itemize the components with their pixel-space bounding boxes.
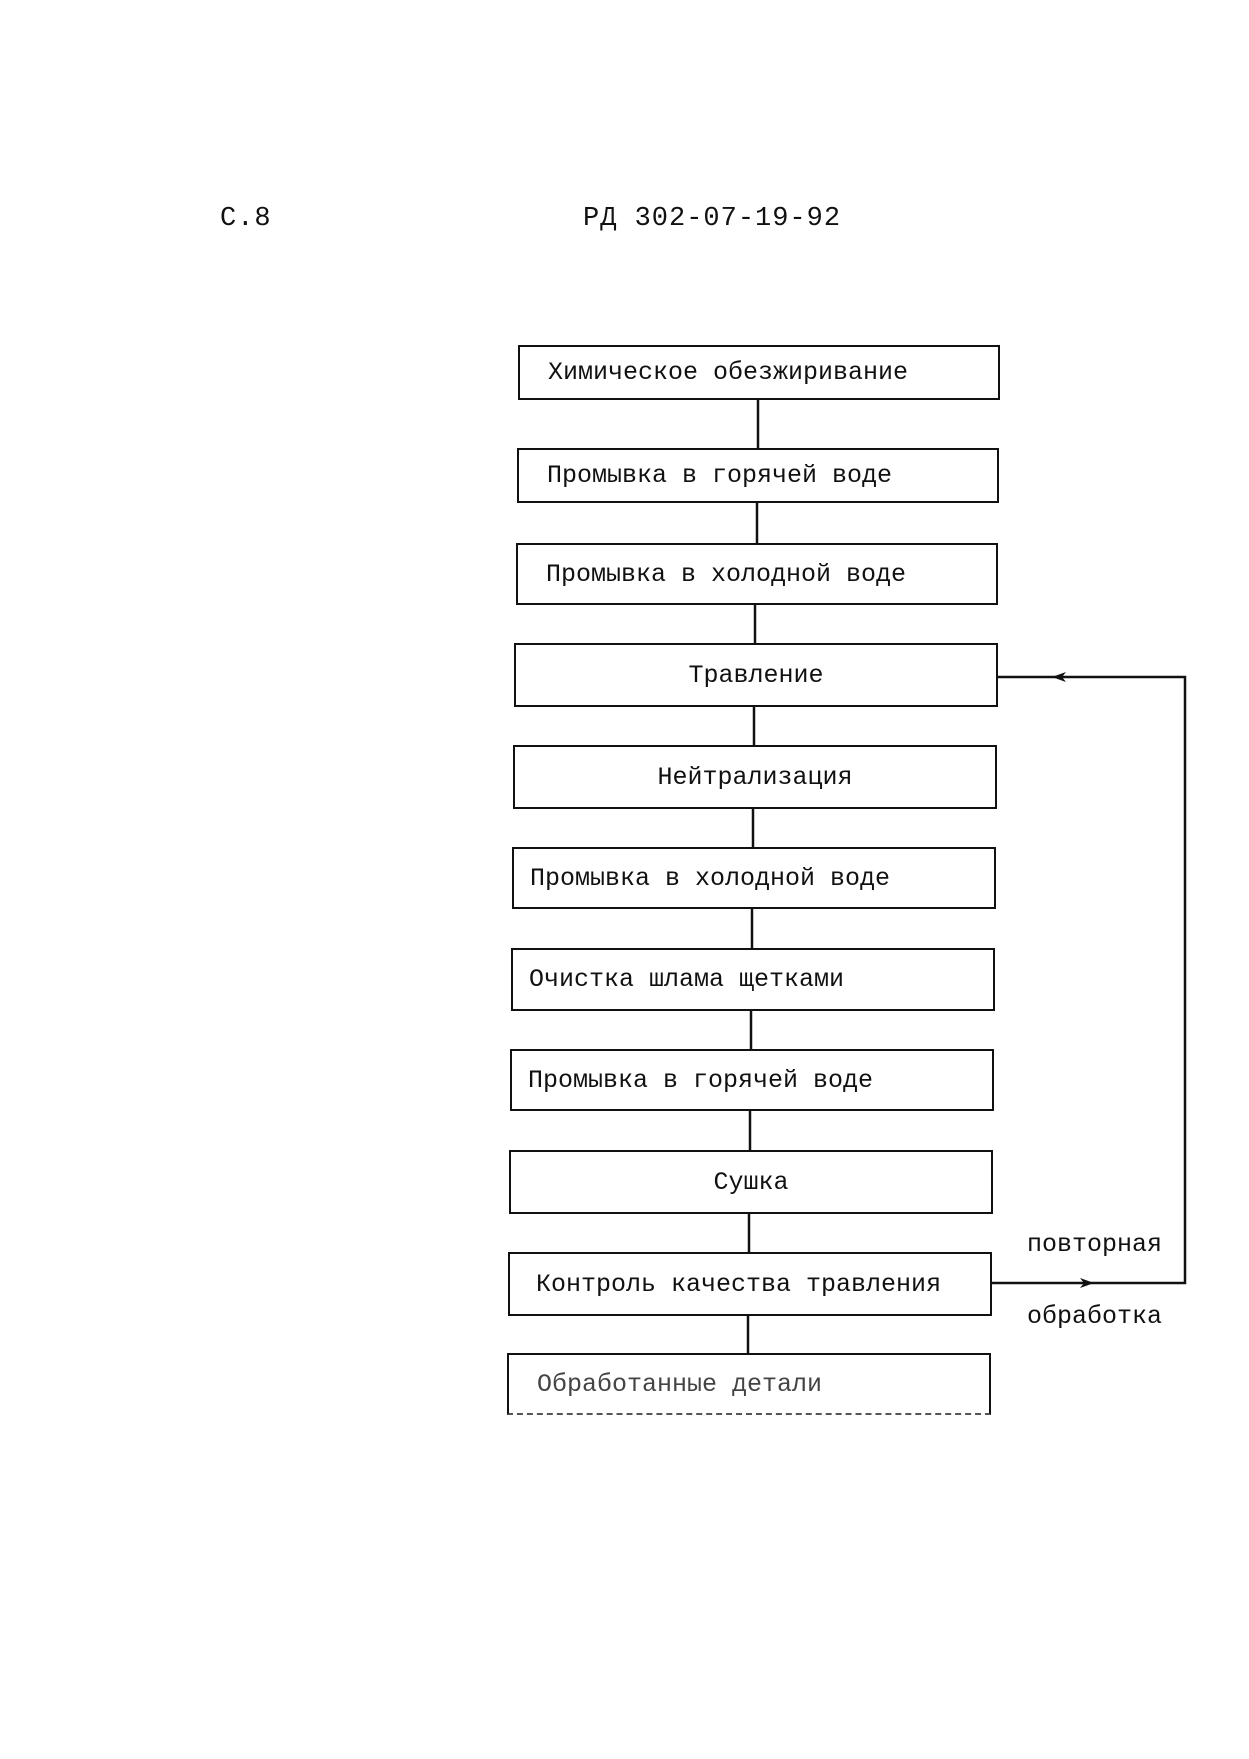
- loop-return-line: [1078, 675, 1187, 1285]
- step-hot-water-rinse: Промывка в горячей воде: [517, 448, 999, 503]
- step-label: Промывка в холодной воде: [530, 863, 891, 893]
- step-label: Сушка: [713, 1167, 789, 1197]
- step-label: Обработанные детали: [537, 1369, 823, 1399]
- step-hot-water-rinse-2: Промывка в горячей воде: [510, 1049, 994, 1111]
- step-drying: Сушка: [509, 1150, 993, 1214]
- step-label: Промывка в горячей воде: [547, 461, 893, 490]
- loop-label-top: повторная: [1027, 1230, 1163, 1259]
- page-number: С.8: [220, 204, 272, 234]
- step-label: Контроль качества травления: [536, 1269, 942, 1299]
- document-code: РД 302-07-19-92: [583, 204, 842, 234]
- step-label: Травление: [688, 660, 824, 690]
- step-label: Очистка шлама щетками: [529, 965, 845, 994]
- step-etching: Травление: [514, 643, 998, 707]
- step-processed-parts: Обработанные детали: [507, 1353, 991, 1415]
- step-label: Промывка в холодной воде: [546, 559, 907, 589]
- loop-label-bottom: обработка: [1027, 1302, 1163, 1331]
- step-sludge-brushing: Очистка шлама щетками: [511, 948, 995, 1011]
- step-etching-quality-control: Контроль качества травления: [508, 1252, 992, 1316]
- step-label: Нейтрализация: [657, 762, 853, 792]
- step-chemical-degreasing: Химическое обезжиривание: [518, 345, 1000, 400]
- step-neutralization: Нейтрализация: [513, 745, 997, 809]
- step-cold-water-rinse: Промывка в холодной воде: [516, 543, 998, 605]
- step-label: Химическое обезжиривание: [548, 358, 909, 387]
- step-label: Промывка в горячей воде: [528, 1065, 874, 1095]
- step-cold-water-rinse-2: Промывка в холодной воде: [512, 847, 996, 909]
